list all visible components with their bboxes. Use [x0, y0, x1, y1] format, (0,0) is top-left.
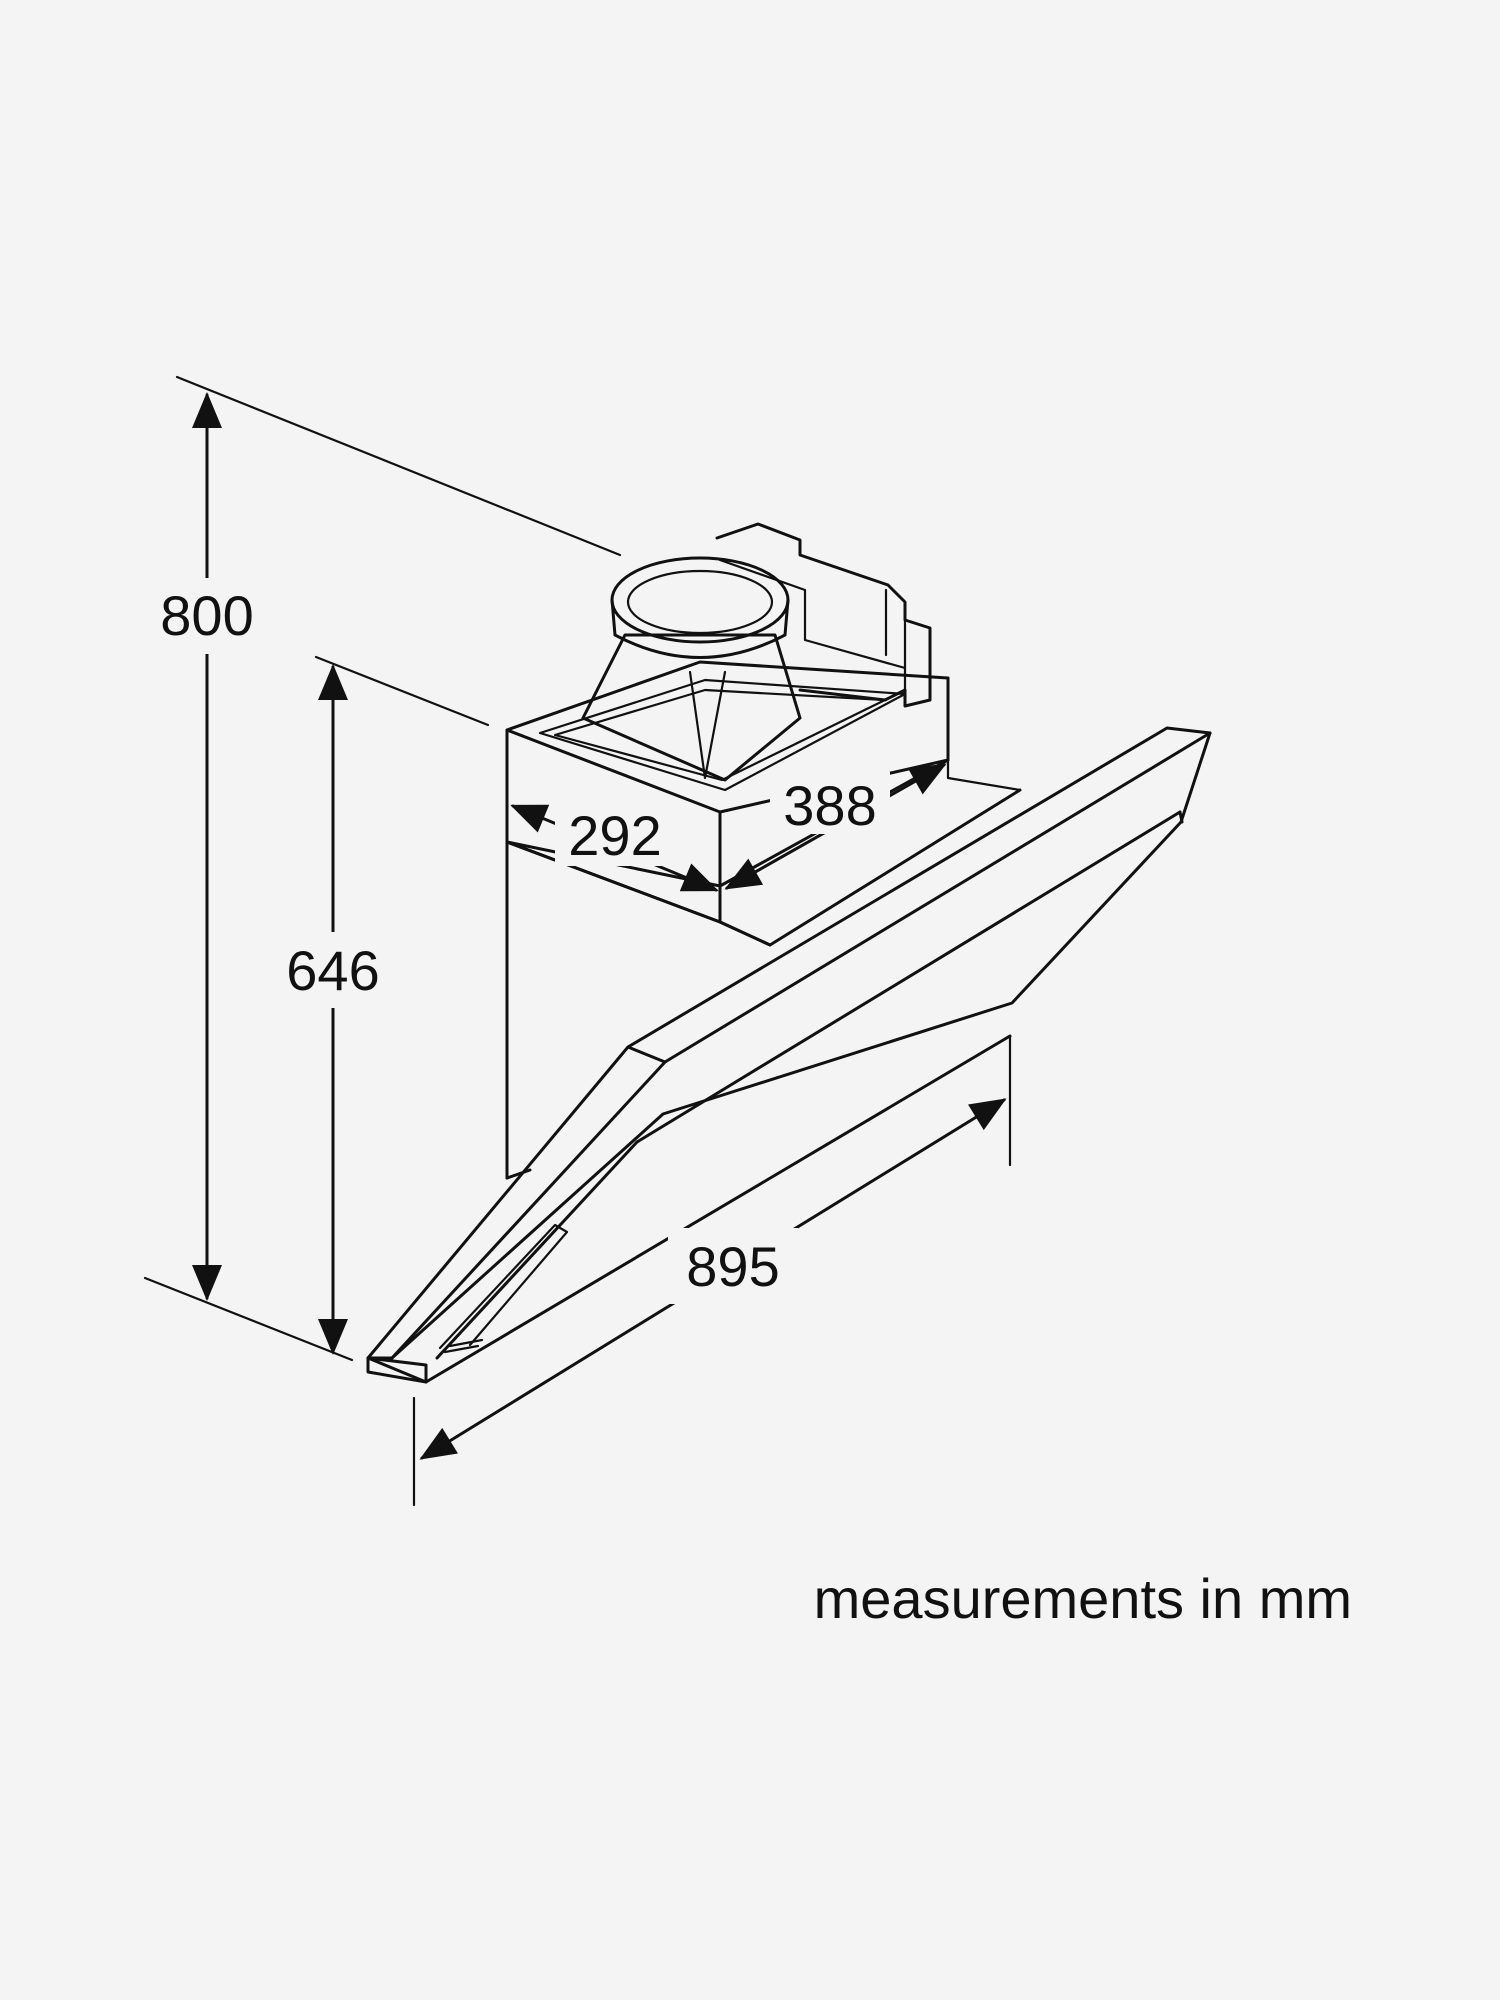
units-note: measurements in mm — [814, 1567, 1352, 1630]
bottom-extension-line — [143, 1276, 354, 1362]
dim-body-height: 646 — [275, 664, 390, 1355]
body-top-extension-line — [314, 655, 490, 727]
glass-left-inner-edge — [390, 1060, 667, 1360]
dim-depth: 292 — [510, 802, 719, 892]
duct-transition — [581, 633, 802, 782]
glass-top-inner-edge — [626, 731, 1212, 1064]
duct-seam — [688, 670, 727, 780]
total-height-label: 800 — [160, 584, 253, 647]
motor-block-ribs — [884, 588, 907, 692]
glass-front-corner — [1178, 810, 1184, 824]
duct-ring-inner — [626, 569, 774, 635]
duct-ring-side — [610, 598, 790, 659]
dim-chimney-width: 388 — [724, 763, 947, 890]
motor-block-outline — [715, 522, 932, 708]
top-extension-line — [175, 375, 622, 557]
bottom-front-edge — [424, 1034, 1012, 1384]
body-height-label: 646 — [286, 939, 379, 1002]
chimney-width-label: 388 — [783, 774, 876, 837]
dim-total-height: 800 — [150, 392, 265, 1301]
width-label: 895 — [686, 1235, 779, 1298]
motor-block-step — [718, 558, 907, 670]
glass-front-panel-left — [435, 1140, 639, 1360]
extension-lines — [143, 375, 1012, 1507]
bottom-foot — [366, 1356, 428, 1384]
glass-front-panel-edge — [635, 810, 1182, 1144]
dim-width: 895 — [419, 1098, 1007, 1460]
depth-label: 292 — [568, 804, 661, 867]
box-right-ledge — [946, 758, 1022, 792]
